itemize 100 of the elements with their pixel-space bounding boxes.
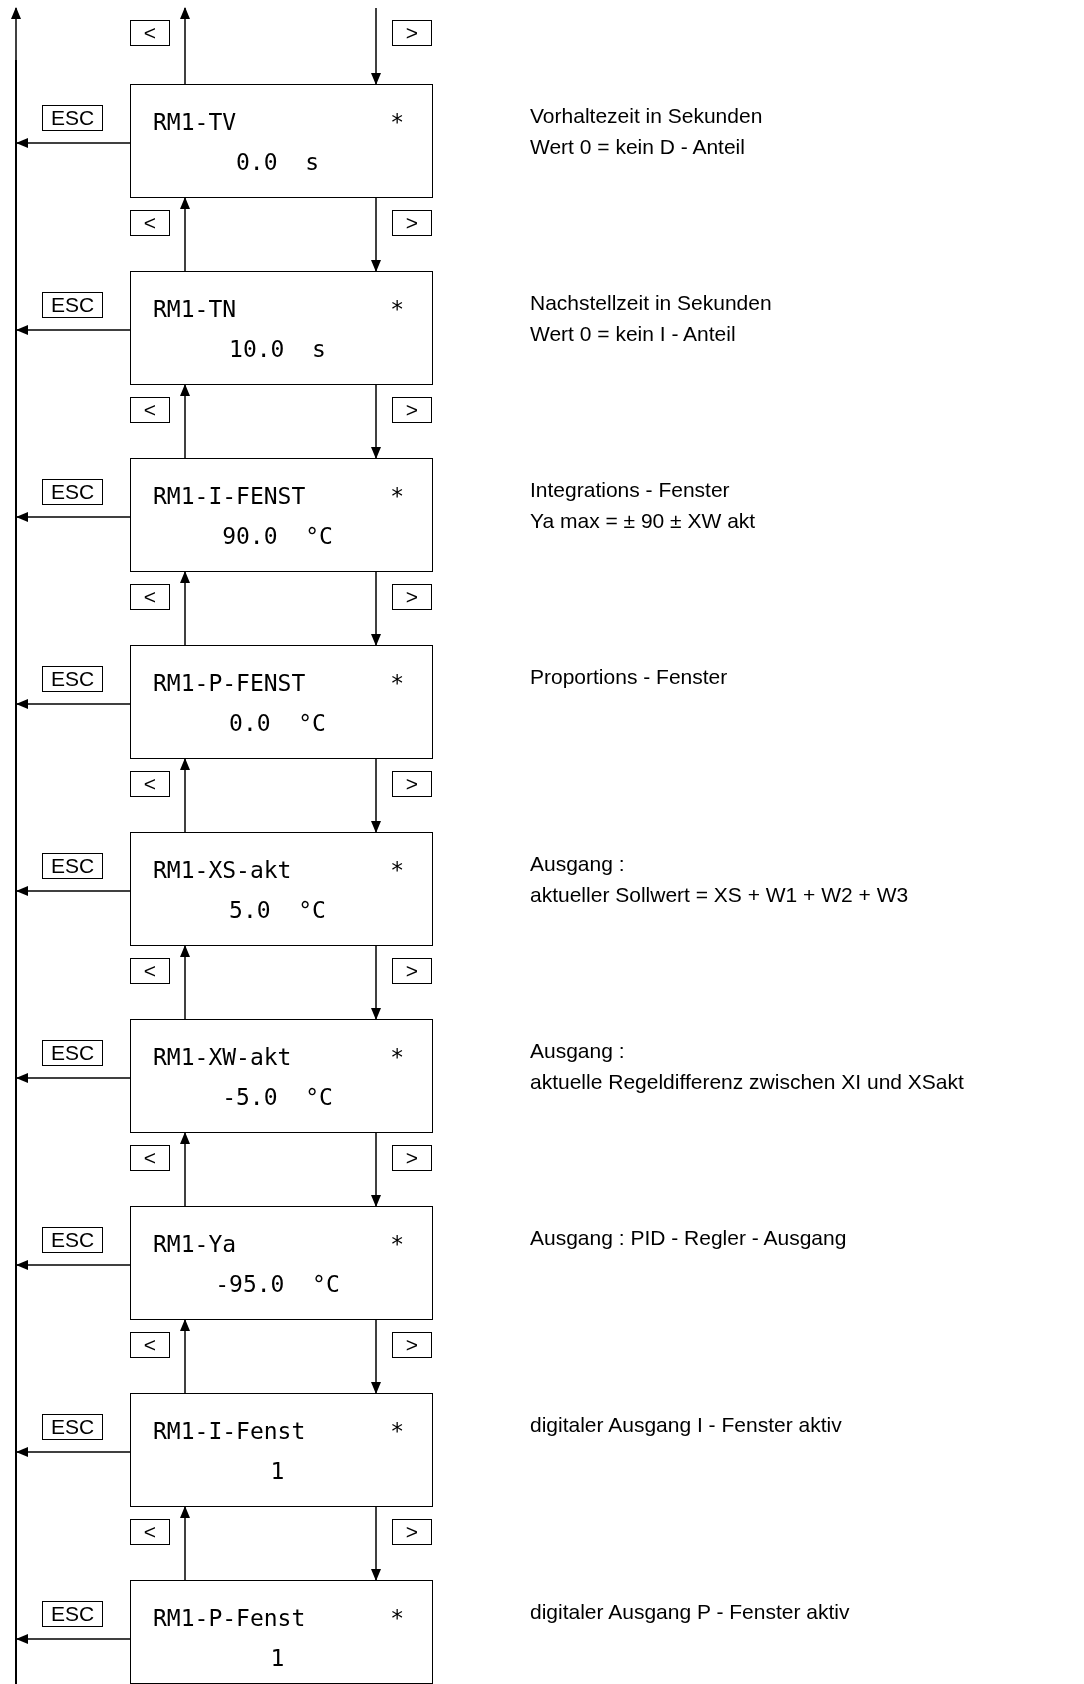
key-label: ESC xyxy=(42,1414,103,1440)
arrow xyxy=(371,945,381,1020)
description-text: aktueller Sollwert = XS + W1 + W2 + W3 xyxy=(530,882,909,908)
description-text: Ausgang : xyxy=(530,851,625,877)
arrow xyxy=(371,1319,381,1394)
parameter-name: RM1-I-FENST xyxy=(153,485,306,508)
parameter-name: RM1-I-Fenst xyxy=(153,1420,306,1443)
display-screen xyxy=(130,1206,433,1320)
key-label: > xyxy=(392,1145,432,1171)
arrow xyxy=(371,197,381,272)
key-label: > xyxy=(392,1332,432,1358)
marker-symbol: * xyxy=(390,1046,404,1069)
arrow xyxy=(371,384,381,459)
marker-symbol: * xyxy=(390,672,404,695)
parameter-name: RM1-Ya xyxy=(153,1233,237,1256)
key-label: > xyxy=(392,1519,432,1545)
arrow xyxy=(16,512,131,522)
description-text: Nachstellzeit in Sekunden xyxy=(530,290,772,316)
display-screen xyxy=(130,271,433,385)
parameter-value: 0.0 s xyxy=(234,151,320,174)
display-screen xyxy=(130,1393,433,1507)
parameter-value: 1 xyxy=(269,1460,286,1483)
arrow xyxy=(11,7,21,61)
arrow xyxy=(180,1319,190,1394)
arrow xyxy=(16,138,131,148)
arrow xyxy=(16,1634,131,1644)
marker-symbol: * xyxy=(390,485,404,508)
key-label: < xyxy=(130,1332,170,1358)
marker-symbol: * xyxy=(390,1233,404,1256)
parameter-value: 0.0 °C xyxy=(228,712,327,735)
parameter-value: 10.0 s xyxy=(228,338,327,361)
description-text: Wert 0 = kein I - Anteil xyxy=(530,321,736,347)
description-text: Proportions - Fenster xyxy=(530,664,728,690)
key-label: ESC xyxy=(42,292,103,318)
arrow xyxy=(180,384,190,459)
display-screen xyxy=(130,1019,433,1133)
arrow xyxy=(180,1506,190,1581)
arrow xyxy=(180,7,190,85)
description-text: Wert 0 = kein D - Anteil xyxy=(530,134,745,160)
description-text: Integrations - Fenster xyxy=(530,477,730,503)
arrow xyxy=(371,7,381,85)
key-label: ESC xyxy=(42,1227,103,1253)
arrow xyxy=(371,1132,381,1207)
key-label: ESC xyxy=(42,666,103,692)
arrow xyxy=(180,1132,190,1207)
key-label: > xyxy=(392,771,432,797)
key-label: > xyxy=(392,958,432,984)
parameter-name: RM1-P-Fenst xyxy=(153,1607,306,1630)
display-screen xyxy=(130,645,433,759)
parameter-value: -5.0 °C xyxy=(221,1086,334,1109)
key-label: ESC xyxy=(42,1601,103,1627)
parameter-name: RM1-P-FENST xyxy=(153,672,306,695)
display-screen xyxy=(130,458,433,572)
key-label: < xyxy=(130,210,170,236)
parameter-value: 1 xyxy=(269,1647,286,1670)
parameter-value: -95.0 °C xyxy=(214,1273,341,1296)
description-text: Ausgang : xyxy=(530,1038,625,1064)
key-label: < xyxy=(130,584,170,610)
description-text: Ya max = ± 90 ± XW akt xyxy=(530,508,756,534)
key-label: ESC xyxy=(42,479,103,505)
parameter-name: RM1-TV xyxy=(153,111,237,134)
marker-symbol: * xyxy=(390,1420,404,1443)
description-text: Ausgang : PID - Regler - Ausgang xyxy=(530,1225,847,1251)
key-label: < xyxy=(130,1519,170,1545)
key-label: < xyxy=(130,771,170,797)
marker-symbol: * xyxy=(390,1607,404,1630)
arrow xyxy=(16,699,131,709)
arrow xyxy=(16,1073,131,1083)
arrow xyxy=(180,758,190,833)
display-screen xyxy=(130,1580,433,1684)
display-screen xyxy=(130,832,433,946)
description-text: digitaler Ausgang P - Fenster aktiv xyxy=(530,1599,850,1625)
key-label: > xyxy=(392,584,432,610)
display-screen xyxy=(130,84,433,198)
vertical-return-line xyxy=(15,60,17,1684)
arrow xyxy=(180,197,190,272)
arrow xyxy=(180,571,190,646)
parameter-name: RM1-XW-akt xyxy=(153,1046,292,1069)
marker-symbol: * xyxy=(390,298,404,321)
arrow xyxy=(16,1260,131,1270)
arrow xyxy=(16,1447,131,1457)
marker-symbol: * xyxy=(390,111,404,134)
description-text: aktuelle Regeldifferenz zwischen XI und XSakt xyxy=(530,1069,964,1095)
parameter-value: 90.0 °C xyxy=(221,525,334,548)
key-label: < xyxy=(130,397,170,423)
arrow xyxy=(371,1506,381,1581)
parameter-name: RM1-XS-akt xyxy=(153,859,292,882)
parameter-value: 5.0 °C xyxy=(228,899,327,922)
description-text: digitaler Ausgang I - Fenster aktiv xyxy=(530,1412,842,1438)
arrow xyxy=(16,886,131,896)
arrow xyxy=(371,758,381,833)
arrow xyxy=(371,571,381,646)
arrow xyxy=(16,325,131,335)
arrow xyxy=(180,945,190,1020)
key-label: ESC xyxy=(42,1040,103,1066)
key-label: > xyxy=(392,210,432,236)
description-text: Vorhaltezeit in Sekunden xyxy=(530,103,763,129)
parameter-name: RM1-TN xyxy=(153,298,237,321)
key-label: > xyxy=(392,397,432,423)
key-label: < xyxy=(130,1145,170,1171)
